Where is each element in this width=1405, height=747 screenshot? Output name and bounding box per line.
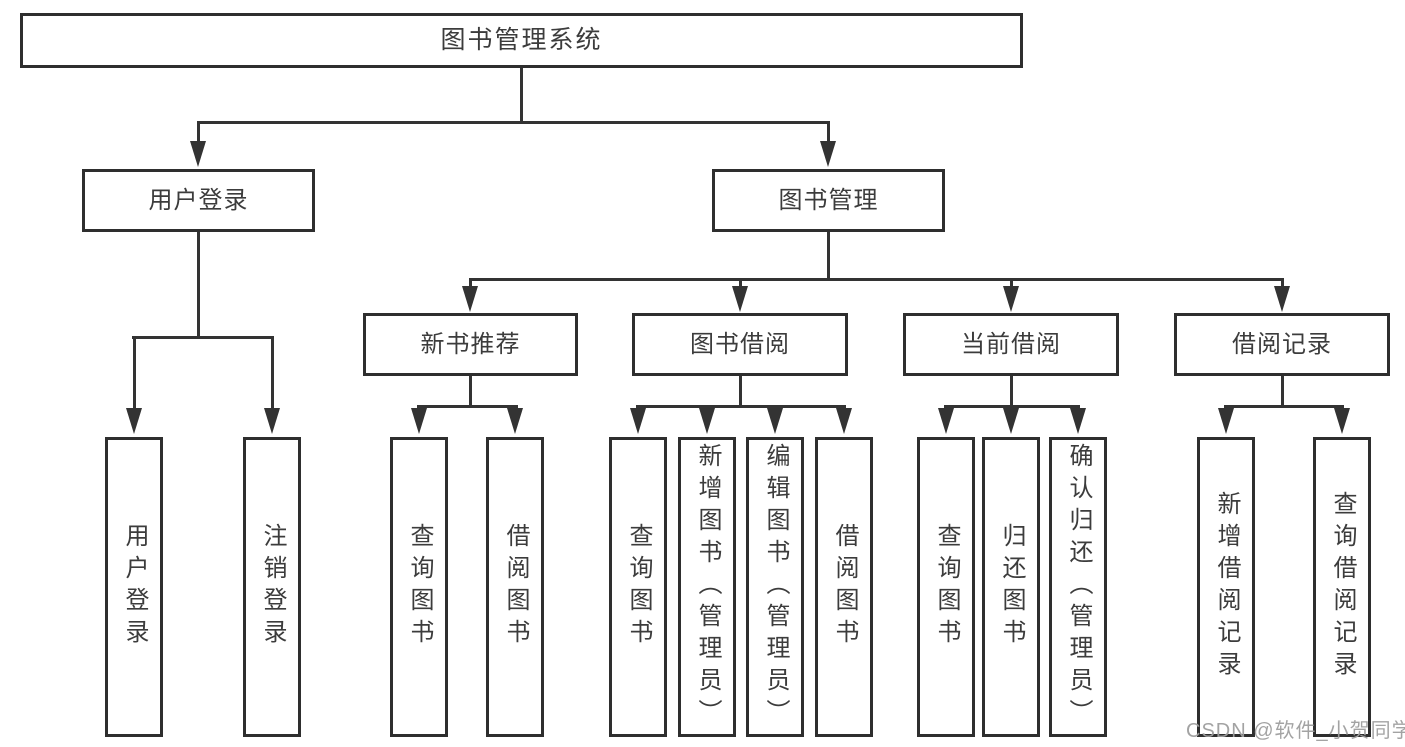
leaf-add-books-admin: 新增图书（管理员） [678,437,736,737]
connector-line [520,68,523,121]
node-current-borrow: 当前借阅 [903,313,1119,376]
connector-line [271,336,274,409]
arrowhead-down-icon [1003,286,1019,312]
connector-line [636,405,846,408]
connector-line [1010,376,1013,405]
leaf-query-borrow-record: 查询借阅记录 [1313,437,1371,737]
leaf-edit-books-admin: 编辑图书（管理员） [746,437,804,737]
arrowhead-down-icon [1334,408,1350,434]
leaf-user-login: 用户登录 [105,437,163,737]
csdn-watermark: CSDN @软件_小贺同学 [1186,720,1405,742]
leaf-label: 注销登录 [259,523,286,651]
node-user-login-branch: 用户登录 [82,169,315,232]
connector-line [417,405,518,408]
connector-line [133,336,136,409]
leaf-query-books-2: 查询图书 [609,437,667,737]
connector-line [132,336,274,339]
connector-line [827,232,830,278]
arrowhead-down-icon [630,408,646,434]
leaf-label: 借阅图书 [502,523,529,651]
node-new-book-recommend: 新书推荐 [363,313,578,376]
leaf-label: 编辑图书（管理员） [762,443,789,731]
arrowhead-down-icon [820,141,836,167]
leaf-label: 借阅图书 [831,523,858,651]
connector-line [1281,376,1284,405]
connector-line [469,376,472,405]
arrowhead-down-icon [1274,286,1290,312]
leaf-label: 归还图书 [998,523,1025,651]
arrowhead-down-icon [732,286,748,312]
leaf-label: 查询图书 [933,523,960,651]
connector-line [1010,278,1013,288]
leaf-add-borrow-record: 新增借阅记录 [1197,437,1255,737]
leaf-return-books: 归还图书 [982,437,1040,737]
arrowhead-down-icon [699,408,715,434]
node-borrow-records: 借阅记录 [1174,313,1390,376]
connector-line [469,278,1284,281]
connector-line [197,121,200,143]
arrowhead-down-icon [126,408,142,434]
leaf-label: 新增借阅记录 [1213,491,1240,683]
connector-line [197,121,830,124]
arrowhead-down-icon [767,408,783,434]
node-book-borrow: 图书借阅 [632,313,848,376]
leaf-label: 新增图书（管理员） [694,443,721,731]
connector-line [1281,278,1284,288]
connector-line [1224,405,1344,408]
node-system-root: 图书管理系统 [20,13,1023,68]
connector-line [469,278,472,288]
connector-line [197,232,200,336]
arrowhead-down-icon [411,408,427,434]
arrowhead-down-icon [1070,408,1086,434]
leaf-confirm-return-admin: 确认归还（管理员） [1049,437,1107,737]
arrowhead-down-icon [836,408,852,434]
leaf-label: 查询图书 [406,523,433,651]
leaf-borrow-books-1: 借阅图书 [486,437,544,737]
connector-line [827,121,830,143]
leaf-label: 确认归还（管理员） [1065,443,1092,731]
leaf-label: 查询图书 [625,523,652,651]
arrowhead-down-icon [938,408,954,434]
arrowhead-down-icon [507,408,523,434]
arrowhead-down-icon [190,141,206,167]
leaf-label: 用户登录 [121,523,148,651]
connector-line [739,376,742,405]
arrowhead-down-icon [264,408,280,434]
leaf-label: 查询借阅记录 [1329,491,1356,683]
leaf-query-books-3: 查询图书 [917,437,975,737]
leaf-borrow-books-2: 借阅图书 [815,437,873,737]
leaf-logout: 注销登录 [243,437,301,737]
node-book-management-branch: 图书管理 [712,169,945,232]
arrowhead-down-icon [462,286,478,312]
arrowhead-down-icon [1218,408,1234,434]
connector-line [739,278,742,288]
connector-line [944,405,1080,408]
arrowhead-down-icon [1003,408,1019,434]
leaf-query-books-1: 查询图书 [390,437,448,737]
